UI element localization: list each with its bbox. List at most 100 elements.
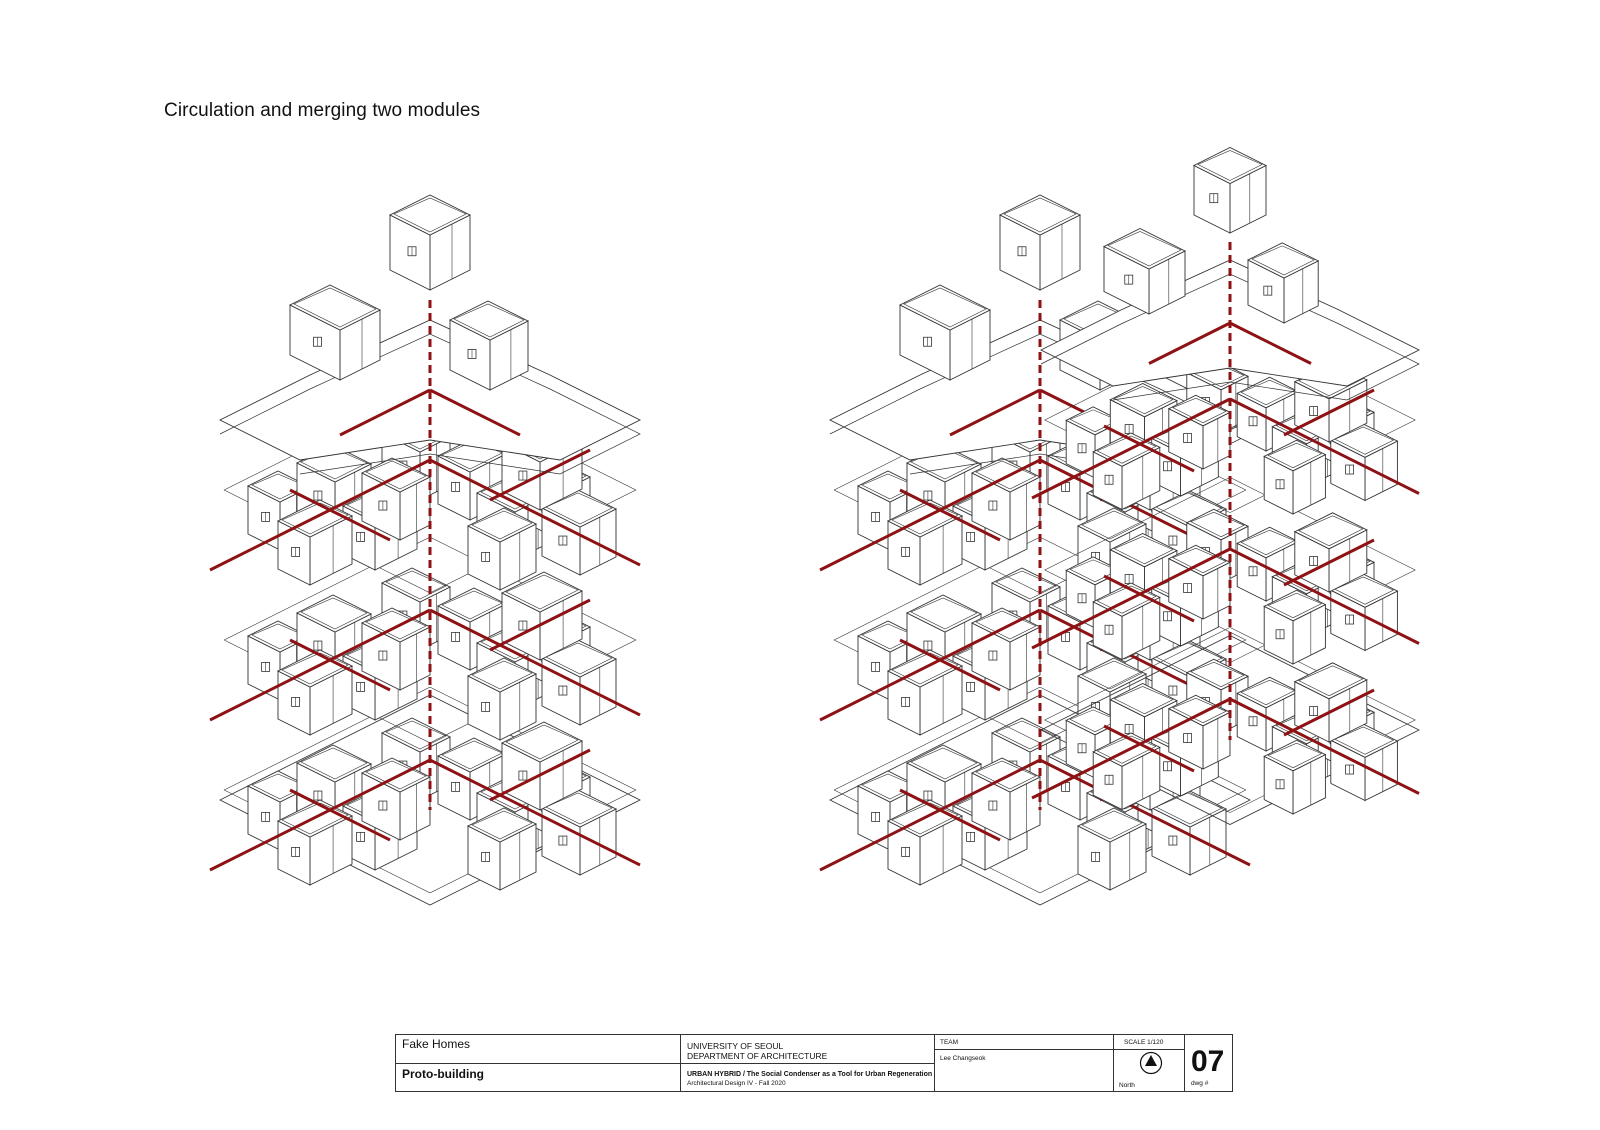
roof-room bbox=[1102, 227, 1187, 315]
room-inner-edge bbox=[300, 597, 368, 630]
circulation-branch bbox=[289, 788, 391, 842]
circulation-branch bbox=[489, 448, 591, 502]
room-inner-edge bbox=[1334, 426, 1395, 455]
room-inner-edge bbox=[891, 652, 959, 685]
university-name: UNIVERSITY OF SEOUL bbox=[687, 1041, 784, 1051]
drawing-number: 07 bbox=[1191, 1045, 1225, 1078]
room-inner-edge bbox=[1190, 511, 1245, 538]
circulation-corridor bbox=[1148, 321, 1231, 365]
circulation-branch bbox=[1103, 574, 1195, 623]
room-inner-edge bbox=[1240, 529, 1296, 556]
room-unit bbox=[1076, 807, 1148, 891]
room-top bbox=[500, 571, 584, 613]
room-inner-edge bbox=[281, 802, 349, 835]
title-block: Fake Homes Proto-building UNIVERSITY OF … bbox=[395, 1034, 1233, 1092]
circulation-branch bbox=[899, 638, 1001, 692]
room-inner-edge bbox=[281, 502, 349, 535]
room-inner-edge bbox=[1003, 197, 1077, 233]
room-top bbox=[1263, 739, 1327, 772]
circulation-branch bbox=[489, 598, 591, 652]
room-inner-edge bbox=[1334, 576, 1395, 605]
circulation-branch bbox=[289, 638, 391, 692]
room-top bbox=[898, 284, 992, 331]
room-top bbox=[436, 737, 508, 773]
room-inner-edge bbox=[1172, 397, 1227, 424]
room-inner-edge bbox=[365, 610, 427, 640]
room-unit bbox=[360, 757, 432, 841]
room-inner-edge bbox=[441, 590, 503, 620]
room-inner-edge bbox=[891, 802, 959, 835]
room-inner-edge bbox=[1113, 686, 1174, 715]
stair-core bbox=[998, 194, 1082, 291]
room-inner-edge bbox=[1096, 735, 1157, 764]
room-top bbox=[500, 721, 584, 763]
department-name: DEPARTMENT OF ARCHITECTURE bbox=[687, 1051, 828, 1061]
circulation-corridor bbox=[209, 608, 431, 722]
room-top bbox=[1263, 439, 1327, 472]
roof-room bbox=[1246, 242, 1320, 324]
course-info: URBAN HYBRID / The Social Condenser as a… bbox=[687, 1070, 932, 1088]
room-top bbox=[436, 587, 508, 623]
circulation-corridor bbox=[209, 458, 431, 572]
room-inner-edge bbox=[545, 492, 613, 525]
room-inner-edge bbox=[365, 460, 427, 490]
room-top bbox=[1109, 682, 1178, 718]
slab-edge bbox=[219, 333, 641, 475]
room-unit bbox=[1263, 589, 1327, 665]
room-top bbox=[466, 507, 538, 543]
room-inner-edge bbox=[891, 502, 959, 535]
circulation-corridor bbox=[1031, 397, 1231, 500]
circulation-branch bbox=[899, 788, 1001, 842]
stair-core bbox=[1192, 146, 1268, 234]
course-subtitle: The Social Condenser as a Tool for Urban… bbox=[746, 1071, 933, 1078]
roof-level bbox=[218, 194, 642, 475]
room-inner-edge bbox=[1190, 661, 1245, 688]
room-inner-edge bbox=[1298, 515, 1364, 547]
room-inner-edge bbox=[1298, 665, 1364, 697]
project-name: Fake Homes bbox=[402, 1037, 471, 1051]
circulation-branch bbox=[1103, 424, 1195, 473]
level-2 bbox=[1031, 477, 1420, 665]
room-inner-edge bbox=[1113, 386, 1174, 415]
room-inner-edge bbox=[975, 610, 1037, 640]
room-top bbox=[1236, 676, 1300, 709]
roof-room bbox=[898, 284, 992, 381]
room-inner-edge bbox=[545, 642, 613, 675]
circulation-corridor bbox=[1031, 697, 1231, 800]
room-top bbox=[1293, 512, 1368, 550]
circulation-corridor bbox=[1229, 397, 1420, 495]
scale-label: SCALE 1/120 bbox=[1124, 1039, 1164, 1046]
room-inner-edge bbox=[975, 460, 1037, 490]
room-inner-edge bbox=[471, 810, 533, 840]
circulation-branch bbox=[1283, 538, 1375, 587]
circulation-branch bbox=[1283, 688, 1375, 737]
room-unit bbox=[1293, 662, 1368, 743]
course-name: Architectural Design IV - Fall 2020 bbox=[687, 1080, 786, 1087]
room-inner-edge bbox=[910, 597, 978, 630]
circulation-branch bbox=[1103, 724, 1195, 773]
circulation-branch bbox=[899, 488, 1001, 542]
level-1 bbox=[1031, 627, 1420, 815]
slab-edge bbox=[1040, 273, 1420, 401]
room-inner-edge bbox=[545, 792, 613, 825]
room-inner-edge bbox=[910, 747, 978, 780]
room-top bbox=[295, 594, 373, 633]
room-inner-edge bbox=[471, 510, 533, 540]
room-inner-edge bbox=[1267, 592, 1323, 619]
circulation-corridor bbox=[819, 608, 1041, 722]
room-inner-edge bbox=[1081, 810, 1143, 840]
room-inner-edge bbox=[1240, 379, 1296, 406]
room-unit bbox=[1263, 739, 1327, 815]
team-label: TEAM bbox=[940, 1039, 959, 1046]
room-inner-edge bbox=[1096, 435, 1157, 464]
room-top bbox=[1192, 146, 1268, 185]
room-inner-edge bbox=[505, 724, 579, 760]
module-merged bbox=[819, 146, 1421, 906]
circulation-corridor bbox=[819, 458, 1041, 572]
circulation-branch bbox=[289, 488, 391, 542]
room-inner-edge bbox=[471, 660, 533, 690]
room-inner-edge bbox=[995, 570, 1057, 600]
room-inner-edge bbox=[281, 652, 349, 685]
circulation-corridor bbox=[1031, 547, 1231, 650]
